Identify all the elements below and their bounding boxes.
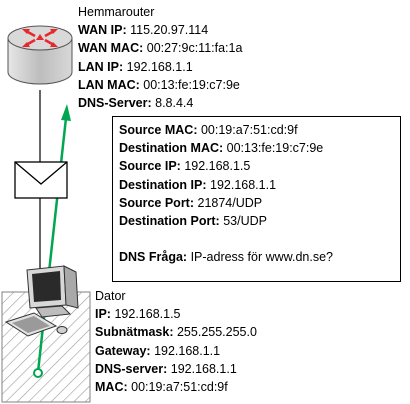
- computer-dns-server: DNS-server: 192.168.1.1: [95, 361, 237, 376]
- computer-gateway: Gateway: 192.168.1.1: [95, 343, 221, 358]
- computer-ip: IP: 192.168.1.5: [95, 307, 181, 322]
- router-dns-server: DNS-Server: 8.8.4.4: [78, 96, 194, 111]
- packet-source-mac: Source MAC: 00:19:a7:51:cd:9f: [119, 123, 298, 137]
- router-wan-ip: WAN IP: 115.20.97.114: [78, 23, 209, 38]
- packet-dns-query: DNS Fråga: IP-adress för www.dn.se?: [119, 250, 333, 265]
- router-title: Hemmarouter: [78, 5, 155, 19]
- envelope-icon: [14, 161, 68, 199]
- computer-title: Dator: [95, 289, 126, 303]
- arrow-origin-dot: [33, 368, 43, 378]
- computer-info: Dator IP: 192.168.1.5 Subnätmask: 255.25…: [95, 287, 257, 396]
- packet-details: Source MAC: 00:19:a7:51:cd:9f Destinatio…: [119, 121, 333, 267]
- packet-source-port: Source Port: 21874/UDP: [119, 195, 263, 210]
- arrow-head: [61, 104, 71, 121]
- router-wan-mac: WAN MAC: 00:27:9c:11:fa:1a: [78, 41, 243, 56]
- router-icon: [7, 25, 73, 85]
- router-lan-ip: LAN IP: 192.168.1.1: [78, 59, 193, 74]
- packet-destination-mac: Destination MAC: 00:13:fe:19:c7:9e: [119, 141, 324, 156]
- computer-subnet-mask: Subnätmask: 255.255.255.0: [95, 325, 257, 340]
- packet-details-box: Source MAC: 00:19:a7:51:cd:9f Destinatio…: [112, 116, 401, 282]
- router-info: Hemmarouter WAN IP: 115.20.97.114 WAN MA…: [78, 3, 242, 112]
- computer-icon: [4, 265, 79, 337]
- packet-destination-port: Destination Port: 53/UDP: [119, 214, 267, 229]
- computer-mac: MAC: 00:19:a7:51:cd:9f: [95, 380, 228, 395]
- router-lan-mac: LAN MAC: 00:13:fe:19:c7:9e: [78, 77, 240, 92]
- packet-destination-ip: Destination IP: 192.168.1.1: [119, 177, 277, 192]
- packet-source-ip: Source IP: 192.168.1.5: [119, 159, 251, 174]
